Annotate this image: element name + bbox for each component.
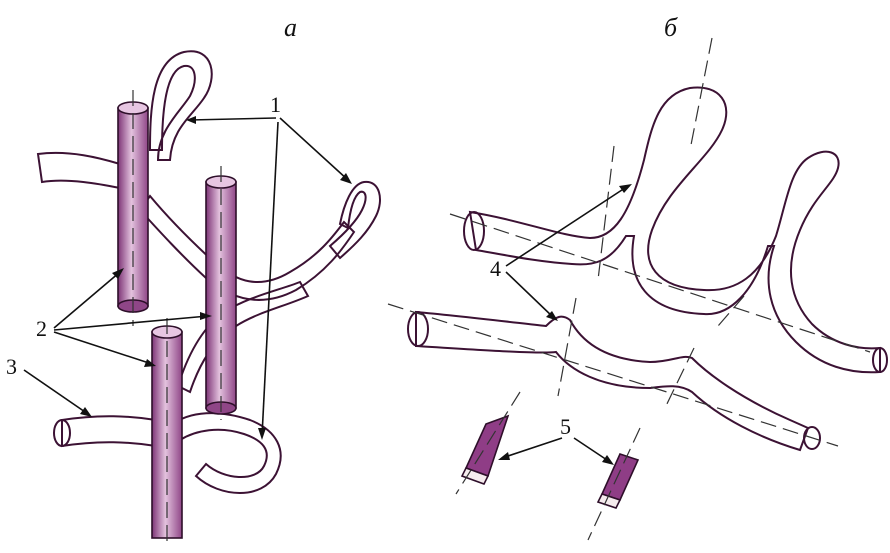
strip-stub-upper-left [38,153,120,188]
label-5: 5 [560,414,571,439]
label-1: 1 [270,92,281,117]
strip-loop-right [330,182,380,258]
strip-upper-two-loops [470,87,880,372]
bar-small-right [588,428,640,540]
axis-lower-cross-1 [558,298,576,396]
panel-letter-a: a [284,13,297,42]
label-4: 4 [490,256,501,281]
leader-5 [498,438,614,465]
strip-stub-lower-left [62,416,156,446]
label-3: 3 [6,354,17,379]
rod-middle [206,166,236,420]
bar-small-left [456,392,520,494]
strip-main-diagonal [140,196,354,300]
strip-loop-top [150,51,212,160]
panel-letter-b: б [664,13,678,42]
axis-upper [450,214,870,352]
strip-lower-wavy [416,312,808,450]
axis-top-guide [690,38,712,150]
panel-a: a [6,13,380,548]
rod-bottom [152,318,182,548]
rod-left [118,90,148,326]
strip-lower-left-end [408,312,428,346]
leader-3 [24,370,92,417]
label-2: 2 [36,316,47,341]
axis-lower [388,304,838,446]
panel-b: б 4 [388,13,887,540]
strip-loop-bottom [170,413,281,493]
